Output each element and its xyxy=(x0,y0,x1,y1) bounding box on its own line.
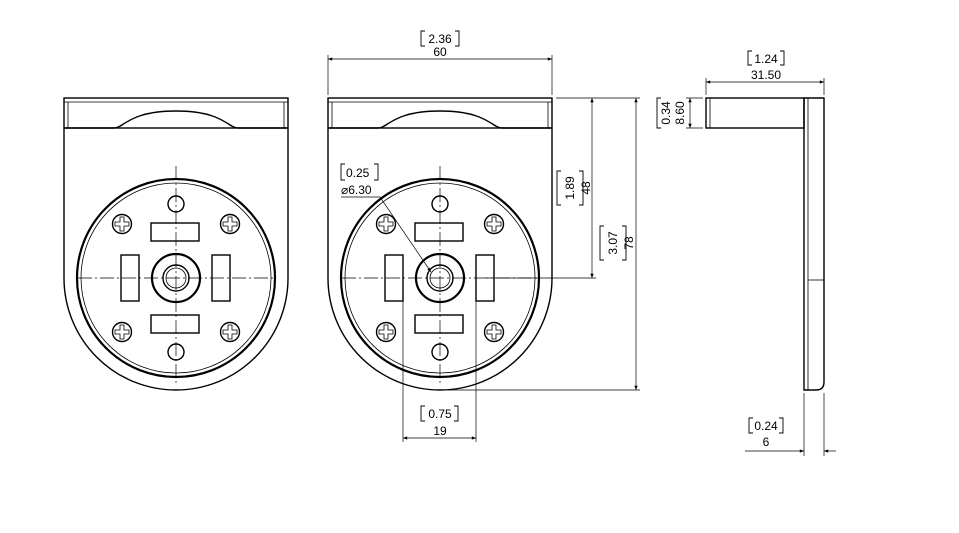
dim-total-mm: 78 xyxy=(622,236,636,250)
dim-width: 2.36 60 xyxy=(327,30,553,95)
dim-depth-mm: 31.50 xyxy=(751,68,781,82)
dim-thick-in: 0.24 xyxy=(754,419,778,433)
dim-width-in: 2.36 xyxy=(428,32,452,46)
dim-total-in: 3.07 xyxy=(606,231,620,255)
dim-thick-mm: 6 xyxy=(763,435,770,449)
dim-slot-spacing: 0.75 19 xyxy=(402,300,477,442)
dim-hole-mm: ⌀6.30 xyxy=(341,183,372,197)
dim-total-height: 3.07 78 xyxy=(448,97,640,391)
side-view xyxy=(705,97,825,391)
dim-hole-in: 0.25 xyxy=(346,166,370,180)
dim-width-mm: 60 xyxy=(433,45,447,59)
dim-flange: 0.34 8.60 xyxy=(656,97,703,129)
dim-center-mm: 48 xyxy=(579,181,593,195)
dim-flange-mm: 8.60 xyxy=(673,101,687,125)
middle-front-view xyxy=(328,98,552,390)
dim-hole-diameter: 0.25 ⌀6.30 xyxy=(340,163,432,273)
dim-spacing-in: 0.75 xyxy=(428,407,452,421)
dim-depth: 1.24 31.50 xyxy=(705,50,825,95)
dim-flange-in: 0.34 xyxy=(659,101,673,125)
dim-thickness: 0.24 6 xyxy=(745,393,836,456)
left-front-view xyxy=(64,98,288,390)
dim-spacing-mm: 19 xyxy=(433,424,447,438)
dim-center-in: 1.89 xyxy=(563,176,577,200)
dim-depth-in: 1.24 xyxy=(754,52,778,66)
dim-center-height: 1.89 48 xyxy=(486,97,596,279)
